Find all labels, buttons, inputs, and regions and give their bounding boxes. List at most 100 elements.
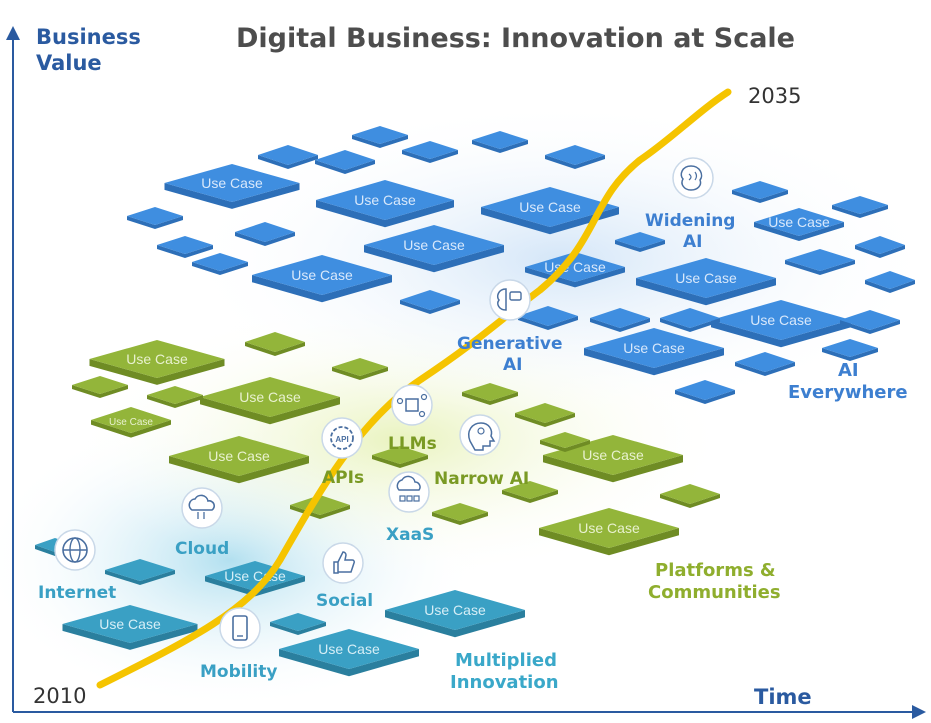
use-case-tile xyxy=(270,613,326,635)
internet-label: Internet xyxy=(38,583,117,603)
cloud-label: Cloud xyxy=(175,539,230,559)
use-case-tile xyxy=(822,339,878,361)
social-icon xyxy=(322,542,364,584)
internet-icon xyxy=(54,529,96,571)
use-case-tile xyxy=(735,352,795,376)
page-title: Digital Business: Innovation at Scale xyxy=(236,23,795,54)
use-case-tile xyxy=(462,383,518,405)
use-case-label: Use Case xyxy=(109,417,153,428)
mobility-label: Mobility xyxy=(200,662,278,682)
use-case-label: Use Case xyxy=(354,192,416,208)
use-case-tile xyxy=(502,481,558,503)
use-case-tile: Use Case xyxy=(385,590,525,638)
use-case-tile xyxy=(518,306,578,330)
use-case-tile: Use Case xyxy=(164,164,300,209)
generative-ai-label-line1: Generative xyxy=(457,334,563,354)
use-case-label: Use Case xyxy=(675,270,737,286)
use-case-tile xyxy=(785,249,855,275)
use-case-tile xyxy=(590,308,650,332)
use-case-tile: Use Case xyxy=(169,436,309,484)
apis-icon: API xyxy=(321,417,363,459)
use-case-tile xyxy=(235,222,295,246)
use-case-tile: Use Case xyxy=(636,258,776,306)
use-case-tile xyxy=(402,141,458,163)
use-case-label: Use Case xyxy=(424,602,486,618)
use-case-label: Use Case xyxy=(623,340,685,356)
x-axis-arrow xyxy=(912,705,926,719)
use-case-tile xyxy=(258,145,318,169)
use-case-tile: Use Case xyxy=(364,225,504,273)
use-case-tile: Use Case xyxy=(252,255,392,303)
use-case-tile xyxy=(732,181,788,203)
use-case-tile: Use Case xyxy=(200,377,340,425)
use-case-tile xyxy=(157,236,213,258)
svg-text:API: API xyxy=(335,435,348,444)
use-case-tile: Use Case xyxy=(754,208,844,242)
axes xyxy=(6,26,926,719)
llms-label: LLMs xyxy=(388,434,437,454)
use-case-tile xyxy=(290,495,350,519)
platforms-communities-label-line2: Communities xyxy=(648,582,781,603)
use-case-tile xyxy=(315,150,375,174)
use-case-tile xyxy=(72,376,128,398)
platforms-communities-label-line1: Platforms & xyxy=(655,560,776,581)
use-case-tile: Use Case xyxy=(62,605,198,650)
use-case-tile xyxy=(660,484,720,508)
use-case-label: Use Case xyxy=(578,520,640,536)
use-case-tile xyxy=(105,559,175,585)
use-case-tile xyxy=(840,310,900,334)
use-case-tile: Use Case xyxy=(584,328,724,376)
use-case-tile xyxy=(432,503,488,525)
y-axis-label-line2: Value xyxy=(36,51,102,75)
use-case-tile xyxy=(865,271,915,293)
narrow-ai-label: Narrow AI xyxy=(434,469,530,489)
use-case-label: Use Case xyxy=(126,351,188,367)
use-case-tile xyxy=(352,126,408,148)
y-axis-arrow xyxy=(6,26,20,40)
use-case-label: Use Case xyxy=(99,616,161,632)
use-case-tile xyxy=(832,196,888,218)
widening-ai-label-line2: AI xyxy=(683,232,703,252)
use-case-tile xyxy=(127,207,183,229)
use-case-label: Use Case xyxy=(582,447,644,463)
generative-ai-label-line2: AI xyxy=(503,355,523,375)
use-case-tile xyxy=(147,386,203,408)
use-case-tile: Use Case xyxy=(91,407,171,438)
ai-everywhere-label-line2: Everywhere xyxy=(788,382,908,403)
widening-ai-label-line1: Widening xyxy=(645,211,736,231)
xaas-icon xyxy=(388,471,430,513)
y-axis-label-line1: Business xyxy=(36,25,141,49)
llms-icon xyxy=(391,384,433,426)
growth-curve xyxy=(96,88,732,689)
use-case-tile xyxy=(400,290,460,314)
xaas-label: XaaS xyxy=(386,525,435,545)
use-case-label: Use Case xyxy=(239,389,301,405)
use-case-tile xyxy=(855,236,905,258)
apis-label: APIs xyxy=(322,468,365,488)
use-case-label: Use Case xyxy=(403,237,465,253)
use-case-tile xyxy=(675,380,735,404)
start-year-label: 2010 xyxy=(33,684,87,708)
use-case-tile xyxy=(192,253,248,275)
end-year-label: 2035 xyxy=(748,84,802,108)
use-case-label: Use Case xyxy=(768,214,830,230)
multiplied-innovation-label-line2: Innovation xyxy=(450,672,559,693)
use-case-label: Use Case xyxy=(318,641,380,657)
use-case-label: Use Case xyxy=(519,199,581,215)
narrow-ai-icon xyxy=(459,414,501,456)
ai-everywhere-label-line1: AI xyxy=(838,360,859,381)
use-case-tile xyxy=(545,145,605,169)
use-case-tile: Use Case xyxy=(279,629,419,677)
use-case-tile xyxy=(472,131,528,153)
use-case-tile xyxy=(332,358,388,380)
mobility-icon xyxy=(219,607,261,649)
use-case-label: Use Case xyxy=(201,175,263,191)
use-case-tile xyxy=(515,403,575,427)
use-case-tile: Use Case xyxy=(539,508,679,556)
widening-ai-icon xyxy=(672,157,714,199)
use-case-tile: Use Case xyxy=(316,180,454,228)
use-case-tile xyxy=(372,446,428,468)
generative-ai-icon xyxy=(489,279,531,321)
